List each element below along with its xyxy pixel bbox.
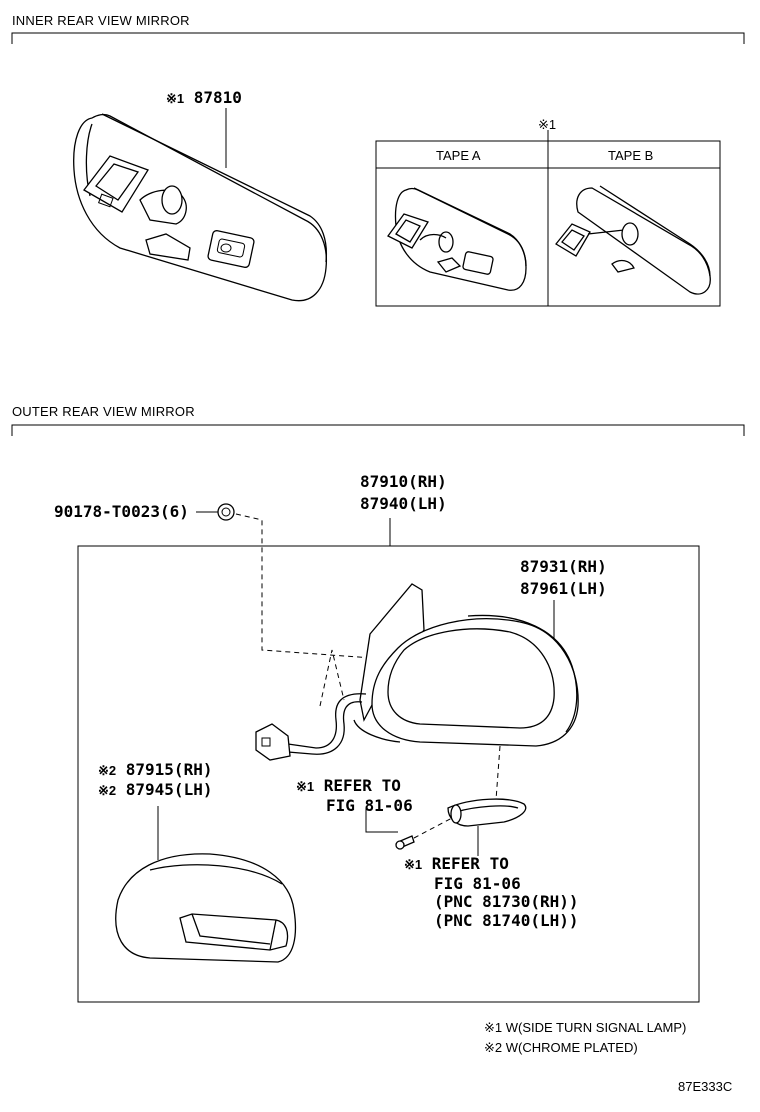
- inner-section-title: INNER REAR VIEW MIRROR: [12, 13, 190, 28]
- lamp-dash-line: [495, 745, 501, 801]
- inner-mirror-part: 87810: [193, 88, 242, 107]
- refer1-mark: ※1: [296, 779, 315, 794]
- refer2-mark: ※1: [404, 857, 423, 872]
- lamp-screw-dash-line: [413, 817, 453, 839]
- cover-lh-label: ※2 87945(LH): [98, 782, 212, 798]
- screw-part: 90178-T0023(6): [54, 502, 189, 521]
- cover-rh-mark: ※2: [98, 763, 117, 778]
- cover-rh-part: 87915(RH): [125, 760, 213, 779]
- inner-mirror-mark: ※1: [166, 91, 185, 106]
- cover-lh-part: 87945(LH): [125, 780, 213, 799]
- refer1-line1: REFER TO: [323, 776, 401, 795]
- tape-mark: ※1: [538, 117, 557, 132]
- refer1-line2: FIG 81-06: [326, 796, 413, 815]
- refer2-pnc-lh: (PNC 81740(LH)): [434, 911, 579, 930]
- inner-section-rule: [11, 32, 745, 44]
- mirror-cover-illustration: [115, 853, 297, 963]
- note-2: ※2 W(CHROME PLATED): [484, 1040, 638, 1055]
- cover-lh-mark: ※2: [98, 783, 117, 798]
- refer2-label: ※1 REFER TO: [404, 856, 509, 872]
- turn-signal-lamp-illustration: [447, 798, 527, 827]
- outer-mirror-illustration: [255, 583, 579, 761]
- note-1: ※1 W(SIDE TURN SIGNAL LAMP): [484, 1020, 687, 1035]
- housing-lh-part: 87961(LH): [520, 579, 607, 598]
- screw-dash-line: [235, 513, 373, 659]
- assy-rh-part: 87910(RH): [360, 472, 447, 491]
- cover-rh-label: ※2 87915(RH): [98, 762, 212, 778]
- tape-box: [375, 130, 721, 307]
- housing-rh-part: 87931(RH): [520, 557, 607, 576]
- figure-code: 87E333C: [678, 1079, 733, 1094]
- screw-illustration: [217, 503, 235, 521]
- mount-dash-line: [319, 649, 345, 707]
- tape-b-label: TAPE B: [608, 148, 654, 163]
- assy-lh-part: 87940(LH): [360, 494, 447, 513]
- outer-assembly-box: [77, 545, 700, 1003]
- tape-a-label: TAPE A: [436, 148, 481, 163]
- lamp-screw-illustration: [395, 835, 415, 850]
- outer-section-rule: [11, 424, 745, 436]
- refer1-label: ※1 REFER TO: [296, 778, 401, 794]
- refer2-pnc-rh: (PNC 81730(RH)): [434, 892, 579, 911]
- inner-mirror-label: ※1 87810: [166, 90, 242, 106]
- refer1-leader: [365, 808, 398, 833]
- refer2-line1: REFER TO: [431, 854, 509, 873]
- refer2-line2: FIG 81-06: [434, 874, 521, 893]
- inner-mirror-illustration: [73, 113, 328, 302]
- outer-section-title: OUTER REAR VIEW MIRROR: [12, 404, 195, 419]
